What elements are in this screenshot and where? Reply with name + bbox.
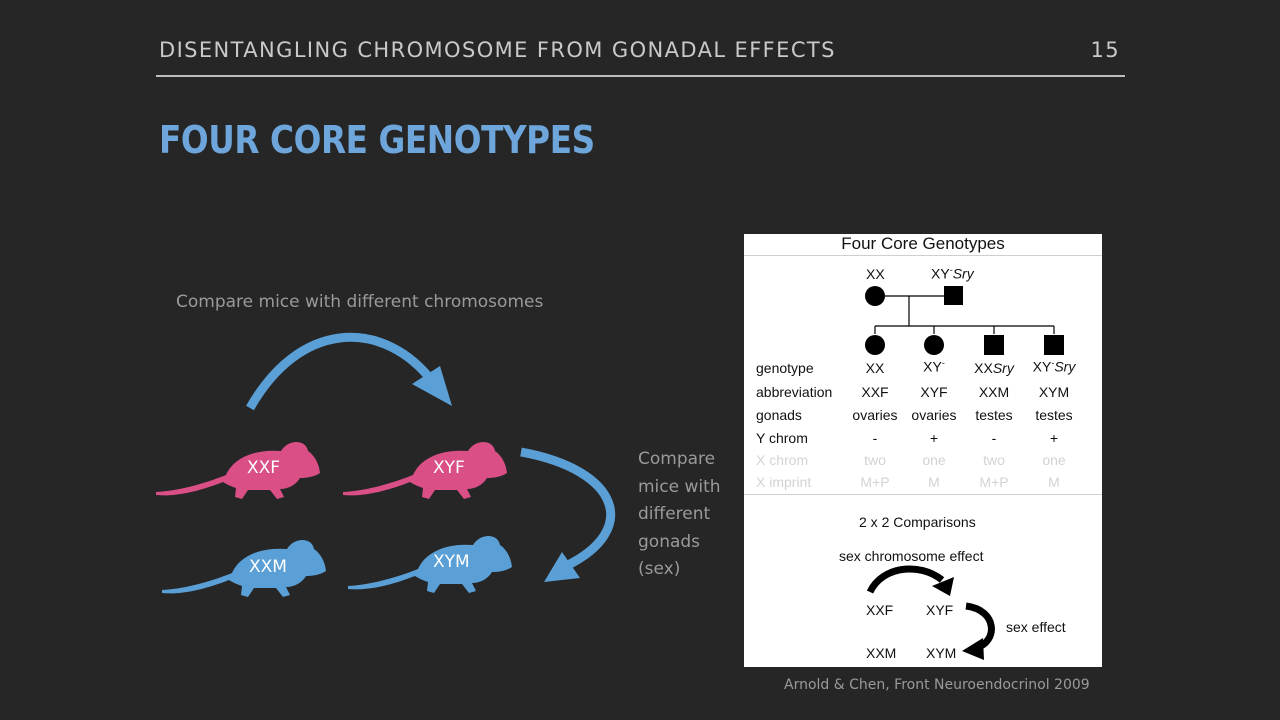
abbreviation-cell: XYM <box>1038 384 1070 400</box>
genotype-plain: XX <box>974 360 993 376</box>
header-divider <box>156 75 1125 77</box>
genotype-italic: Sry <box>1054 358 1076 375</box>
abbreviation-cell: XXF <box>861 384 889 400</box>
gonads-cell: ovaries <box>911 407 957 423</box>
mouse-xym <box>348 536 512 593</box>
row-label-y-chrom: Y chrom <box>756 430 808 446</box>
slide-title: FOUR CORE GENOTYPES <box>159 118 595 162</box>
figure-title: Four Core Genotypes <box>841 234 1005 253</box>
comparison-xxf: XXF <box>866 602 894 618</box>
note-gonad-line: Compare <box>638 449 716 469</box>
x-chrom-cell: one <box>1042 452 1066 468</box>
row-label-abbreviation: abbreviation <box>756 384 833 400</box>
parent-xysry-label: XY-Sry <box>931 265 974 282</box>
x-imprint-cell: M <box>1048 474 1060 490</box>
genotype-sup: - <box>1051 358 1055 368</box>
x-imprint-cell: M <box>928 474 940 490</box>
genotype-italic: Sry <box>992 360 1014 376</box>
parent-xy-symbol <box>944 286 963 305</box>
y-chrom-cell: + <box>929 430 939 446</box>
note-compare-gonads: Compare mice with different gonads (sex) <box>638 446 738 584</box>
arrow-gonad-comparison <box>520 447 615 571</box>
sex-chromosome-effect-label: sex chromosome effect <box>839 548 984 564</box>
arrow-chromosome-comparison <box>246 332 432 411</box>
genotype-plain: XX <box>865 360 885 376</box>
x-imprint-cell: M+P <box>860 474 890 490</box>
figure-title-divider <box>744 255 1102 256</box>
note-compare-chromosomes: Compare mice with different chromosomes <box>176 292 544 312</box>
arrowhead-chromosome <box>412 366 452 406</box>
four-core-genotypes-figure: Four Core Genotypes XX XY-Sry genotype a… <box>744 234 1102 667</box>
citation: Arnold & Chen, Front Neuroendocrinol 200… <box>784 677 1090 693</box>
comparison-xxm: XXM <box>866 645 897 661</box>
x-chrom-cell: one <box>922 452 946 468</box>
row-label-genotype: genotype <box>756 360 814 376</box>
parent-xx-symbol <box>865 286 885 306</box>
parent-xx-label: XX <box>866 266 885 282</box>
child-xxsry-symbol <box>984 335 1004 355</box>
note-gonad-line: gonads <box>638 531 701 552</box>
abbreviation-cell: XYF <box>920 384 948 400</box>
sex-chromosome-effect-arrowhead <box>932 577 954 596</box>
child-xy-symbol <box>924 335 944 355</box>
mouse-label-xxf: XXF <box>247 458 281 478</box>
sex-effect-label: sex effect <box>1006 619 1066 635</box>
y-chrom-cell: + <box>1049 430 1059 446</box>
parent-xysry-italic: Sry <box>952 265 974 282</box>
page-number: 15 <box>1090 38 1120 62</box>
abbreviation-cell: XXM <box>978 384 1010 400</box>
mouse-xxf <box>156 442 320 499</box>
mouse-label-xxm: XXM <box>249 557 287 577</box>
header-title: DISENTANGLING CHROMOSOME FROM GONADAL EF… <box>159 38 836 62</box>
y-chrom-cell: - <box>991 430 997 446</box>
parent-xysry-sup: - <box>949 265 953 275</box>
genotype-cell: XY- <box>923 358 945 375</box>
child-xysry-symbol <box>1044 335 1064 355</box>
genotype-cell: XX <box>866 360 885 376</box>
note-gonad-line: different <box>638 504 711 524</box>
gonads-cell: ovaries <box>852 407 898 423</box>
x-imprint-cell: M+P <box>979 474 1009 490</box>
comparison-xym: XYM <box>926 645 957 661</box>
comparison-xyf: XYF <box>926 602 954 618</box>
row-label-x-chrom: X chrom <box>756 452 809 468</box>
x-chrom-cell: two <box>864 452 886 468</box>
note-gonad-line: mice with <box>638 476 721 497</box>
figure-section-divider <box>744 494 1102 495</box>
row-label-gonads: gonads <box>756 407 802 423</box>
comparisons-title: 2 x 2 Comparisons <box>859 514 976 530</box>
mouse-xyf <box>343 442 507 499</box>
x-chrom-cell: two <box>983 452 1005 468</box>
sex-chromosome-effect-arrow <box>866 565 945 594</box>
genotype-cell: XY-Sry <box>1033 358 1076 375</box>
genotype-plain: XY <box>1032 358 1052 375</box>
y-chrom-cell: - <box>872 430 878 446</box>
child-xx-symbol <box>865 335 885 355</box>
genotype-cell: XXSry <box>974 360 1014 376</box>
note-gonad-line: (sex) <box>638 559 681 579</box>
gonads-cell: testes <box>1035 407 1073 423</box>
mouse-label-xyf: XYF <box>433 458 465 478</box>
parent-xysry-plain: XY <box>931 265 950 282</box>
pedigree-diagram <box>865 286 1064 660</box>
arrowhead-gonad <box>544 552 580 582</box>
row-label-x-imprint: X imprint <box>756 474 812 490</box>
slide-header: DISENTANGLING CHROMOSOME FROM GONADAL EF… <box>159 38 1122 68</box>
mice-illustration <box>156 332 615 597</box>
genotype-sup: - <box>941 358 945 368</box>
genotype-plain: XY <box>923 358 942 375</box>
gonads-cell: testes <box>975 407 1013 423</box>
sex-effect-arrowhead <box>962 638 984 660</box>
mouse-xxm <box>162 540 326 597</box>
mouse-label-xym: XYM <box>433 552 470 572</box>
